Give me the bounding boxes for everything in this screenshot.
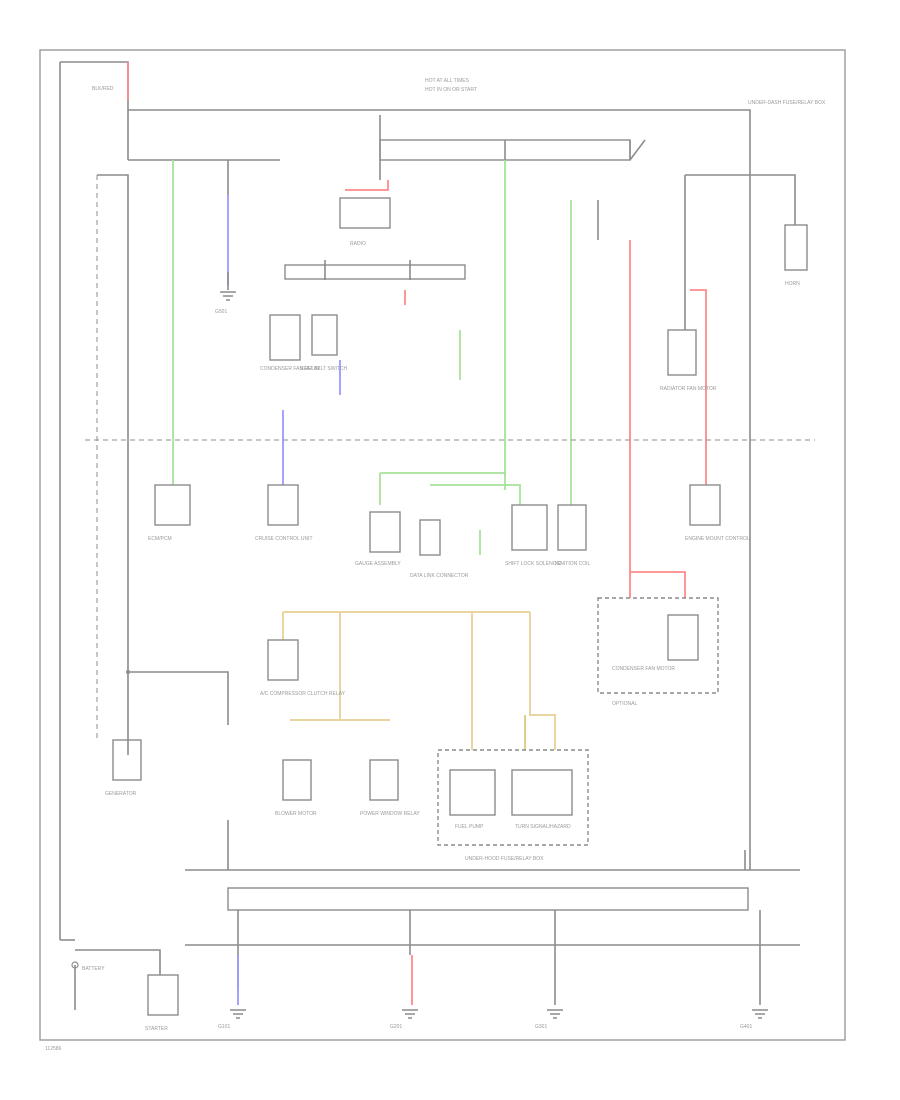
relay-bus-mid [284,264,466,280]
yellow-wires [282,611,556,760]
ground-g401: G401 [740,910,768,1030]
fuse-box-bottom-label: UNDER-HOOD FUSE/RELAY BOX [465,856,544,862]
generator-box [112,739,142,781]
diagram-frame [39,49,846,1041]
seat-belt-label: SEAT BELT SWITCH [300,366,348,372]
ground-g101-label: G101 [218,1024,230,1030]
starter-label: STARTER [145,1026,168,1032]
fan-control-box [269,314,301,361]
ground-g101: G101 [218,910,246,1030]
battery-circuit [60,939,161,1010]
condenser-fan-label: CONDENSER FAN MOTOR [612,666,675,672]
blower-label: BLOWER MOTOR [275,811,317,817]
ground-g301: G301 [535,910,563,1030]
radio-relay: RADIO [339,160,391,247]
condenser-fan-box [667,614,699,661]
footer-code: 112586 [45,1046,62,1052]
ground-bus-bar [227,887,749,911]
optional-label: OPTIONAL [612,701,638,707]
seat-belt-box [311,314,338,356]
cruise-label: CRUISE CONTROL UNIT [255,536,313,542]
radio-relay-box [339,197,391,229]
turn-signal-box [511,769,573,816]
dash-lights-label: GAUGE ASSEMBLY [355,561,401,567]
engine-mount-label: ENGINE MOUNT CONTROL [685,536,750,542]
ignition-bus [284,115,646,280]
ignition-coil-box [557,504,587,551]
legend-line-1: HOT AT ALL TIMES [425,78,470,84]
ground-g201: G201 [390,910,418,1030]
ground-g501-label: G501 [215,309,227,315]
ecm-box [154,484,191,526]
fuse-box-top-label: UNDER-DASH FUSE/RELAY BOX [748,100,826,106]
blower-box [282,759,312,801]
ground-g501: G501 [215,272,236,315]
top-power-bus: BLK/RED UNDER-DASH FUSE/RELAY BOX [60,61,826,870]
blue-wires [282,360,341,485]
shift-lock-label: SHIFT LOCK SOLENOID [505,561,562,567]
legend: HOT AT ALL TIMES HOT IN ON OR START [425,78,477,93]
optional-group [597,597,719,694]
data-link-label: DATA LINK CONNECTOR [410,573,469,579]
ignition-coil-label: IGNITION COIL [555,561,591,567]
ground-points: G101 G201 G301 G401 G501 [215,272,768,1030]
cruise-box [267,484,299,526]
battery-label: BATTERY [82,966,105,972]
legend-line-2: HOT IN ON OR START [425,87,477,93]
power-window-label: POWER WINDOW RELAY [360,811,420,817]
power-window-box [369,759,399,801]
generator-label: GENERATOR [105,791,137,797]
radiator-fan-label: RADIATOR FAN MOTOR [660,386,717,392]
ac-relay-label: A/C COMPRESSOR CLUTCH RELAY [260,691,346,697]
dash-lights-box [369,511,401,553]
green-wires [379,160,572,555]
shift-lock-box [511,504,548,551]
generator-feed [126,670,229,755]
turn-signal-label: TURN SIGNAL/HAZARD [515,824,571,830]
data-link-box [419,519,441,556]
horn-box [784,224,808,271]
right-relays [597,174,796,330]
main-fuse-label: BLK/RED [92,86,114,92]
radio-label: RADIO [350,241,366,247]
fuel-pump-label: FUEL PUMP [455,824,484,830]
ground-g201-label: G201 [390,1024,402,1030]
horn-label: HORN [785,281,800,287]
red-wires [404,240,707,612]
ground-g401-label: G401 [740,1024,752,1030]
starter-box [147,974,179,1016]
ecm-label: ECM/PCM [148,536,172,542]
engine-mount-box [689,484,721,526]
radiator-fan-box [667,329,697,376]
left-feeds [59,62,229,940]
fan-control-label: CONDENSER FAN RELAY [260,366,321,372]
lower-bus: UNDER-HOOD FUSE/RELAY BOX [185,820,800,946]
fuel-pump-box [449,769,496,816]
ac-relay-box [267,639,299,681]
ground-g301-label: G301 [535,1024,547,1030]
components: ECM/PCM CRUISE CONTROL UNIT GAUGE ASSEMB… [82,224,808,1032]
